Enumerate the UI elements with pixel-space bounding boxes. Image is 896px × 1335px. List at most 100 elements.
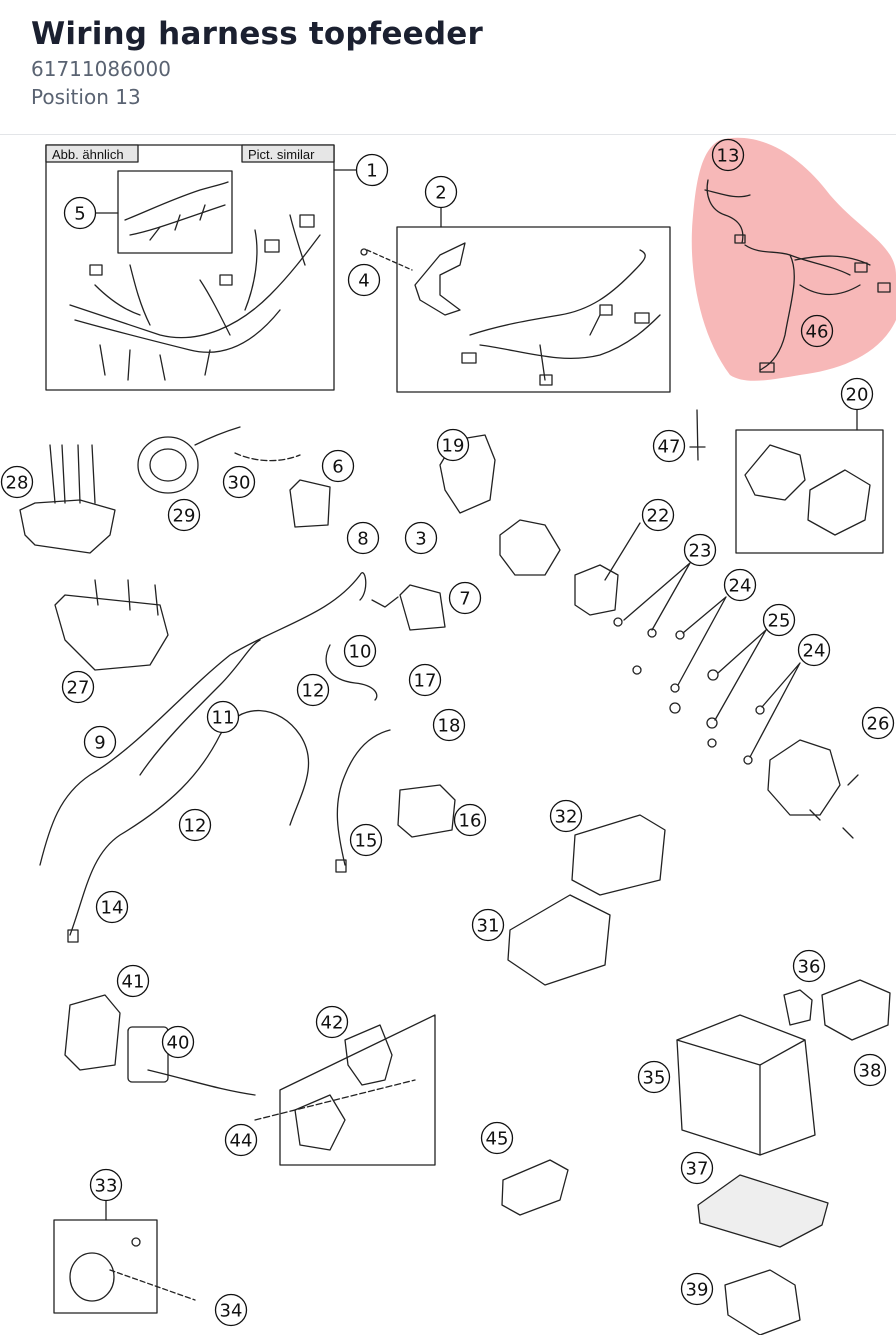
callout-7[interactable]: 7 (448, 581, 482, 615)
callout-37[interactable]: 37 (680, 1151, 714, 1185)
callout-number: 1 (366, 161, 377, 182)
callout-number: 13 (717, 146, 740, 167)
callout-26[interactable]: 26 (861, 706, 895, 740)
callout-24[interactable]: 24 (723, 568, 757, 602)
callout-number: 27 (67, 678, 90, 699)
callout-number: 38 (859, 1061, 882, 1082)
callout-46[interactable]: 46 (800, 314, 834, 348)
callout-41[interactable]: 41 (116, 964, 150, 998)
part-number: 61711086000 (31, 57, 171, 81)
callout-32[interactable]: 32 (549, 799, 583, 833)
callout-number: 8 (357, 529, 368, 550)
callout-10[interactable]: 10 (343, 634, 377, 668)
callout-31[interactable]: 31 (471, 908, 505, 942)
callout-number: 25 (768, 611, 791, 632)
callout-number: 28 (6, 473, 29, 494)
label-similar-en: Pict. similar (248, 147, 315, 162)
callout-29[interactable]: 29 (167, 498, 201, 532)
callout-34[interactable]: 34 (214, 1293, 248, 1327)
callout-number: 31 (477, 916, 500, 937)
page-title: Wiring harness topfeeder (31, 16, 483, 52)
callout-number: 39 (686, 1280, 709, 1301)
callout-number: 16 (459, 811, 482, 832)
label-similar-de: Abb. ähnlich (52, 147, 124, 162)
callout-number: 44 (230, 1131, 253, 1152)
kit-box-2 (396, 226, 671, 393)
callout-15[interactable]: 15 (349, 823, 383, 857)
kit-box-20 (735, 429, 884, 554)
callout-42[interactable]: 42 (315, 1005, 349, 1039)
callout-number: 30 (228, 473, 251, 494)
callout-number: 12 (302, 681, 325, 702)
kit-box-5 (117, 170, 233, 254)
callout-25[interactable]: 25 (762, 603, 796, 637)
callout-45[interactable]: 45 (480, 1121, 514, 1155)
callout-28[interactable]: 28 (0, 465, 34, 499)
callout-9[interactable]: 9 (83, 725, 117, 759)
highlight-region (691, 137, 896, 381)
callout-number: 11 (212, 708, 235, 729)
callout-number: 45 (486, 1129, 509, 1150)
callout-number: 20 (846, 385, 869, 406)
callout-number: 34 (220, 1301, 243, 1322)
callout-38[interactable]: 38 (853, 1053, 887, 1087)
callout-number: 32 (555, 807, 578, 828)
callout-number: 3 (415, 529, 426, 550)
callout-number: 18 (438, 716, 461, 737)
callout-number: 17 (414, 671, 437, 692)
callout-number: 19 (442, 436, 465, 457)
callout-1[interactable]: 1 (355, 153, 389, 187)
callout-number: 36 (798, 957, 821, 978)
callout-number: 29 (173, 506, 196, 527)
callout-number: 7 (459, 589, 470, 610)
callout-17[interactable]: 17 (408, 663, 442, 697)
callout-24[interactable]: 24 (797, 633, 831, 667)
callout-11[interactable]: 11 (206, 700, 240, 734)
callout-number: 15 (355, 831, 378, 852)
callout-number: 4 (358, 271, 369, 292)
callout-number: 46 (806, 322, 829, 343)
callout-8[interactable]: 8 (346, 521, 380, 555)
callout-47[interactable]: 47 (652, 429, 686, 463)
callout-36[interactable]: 36 (792, 949, 826, 983)
callout-number: 2 (435, 183, 446, 204)
callout-number: 42 (321, 1013, 344, 1034)
callout-22[interactable]: 22 (641, 498, 675, 532)
callout-30[interactable]: 30 (222, 465, 256, 499)
callout-19[interactable]: 19 (436, 428, 470, 462)
callout-6[interactable]: 6 (321, 449, 355, 483)
callout-35[interactable]: 35 (637, 1060, 671, 1094)
position-label: Position 13 (31, 85, 141, 109)
page-header: Wiring harness topfeeder 61711086000 Pos… (0, 0, 896, 135)
exploded-parts-diagram: Abb. ähnlich Pict. similar 1234567891011… (0, 137, 896, 1335)
kit-box-33 (53, 1219, 158, 1314)
callout-number: 24 (729, 576, 752, 597)
callout-33[interactable]: 33 (89, 1168, 123, 1202)
callout-number: 35 (643, 1068, 666, 1089)
callout-3[interactable]: 3 (404, 521, 438, 555)
callout-39[interactable]: 39 (680, 1272, 714, 1306)
callout-number: 26 (867, 714, 890, 735)
callout-18[interactable]: 18 (432, 708, 466, 742)
callout-number: 14 (101, 898, 124, 919)
callout-16[interactable]: 16 (453, 803, 487, 837)
callout-14[interactable]: 14 (95, 890, 129, 924)
callout-number: 33 (95, 1176, 118, 1197)
callout-40[interactable]: 40 (161, 1025, 195, 1059)
callout-20[interactable]: 20 (840, 377, 874, 411)
callout-number: 47 (658, 437, 681, 458)
callout-number: 24 (803, 641, 826, 662)
callout-2[interactable]: 2 (424, 175, 458, 209)
callout-44[interactable]: 44 (224, 1123, 258, 1157)
callout-number: 22 (647, 506, 670, 527)
callout-12[interactable]: 12 (296, 673, 330, 707)
callout-13[interactable]: 13 (711, 138, 745, 172)
callout-5[interactable]: 5 (63, 196, 97, 230)
callout-12[interactable]: 12 (178, 808, 212, 842)
callout-number: 10 (349, 642, 372, 663)
callout-4[interactable]: 4 (347, 263, 381, 297)
callout-23[interactable]: 23 (683, 533, 717, 567)
callout-number: 40 (167, 1033, 190, 1054)
callout-number: 41 (122, 972, 145, 993)
callout-27[interactable]: 27 (61, 670, 95, 704)
